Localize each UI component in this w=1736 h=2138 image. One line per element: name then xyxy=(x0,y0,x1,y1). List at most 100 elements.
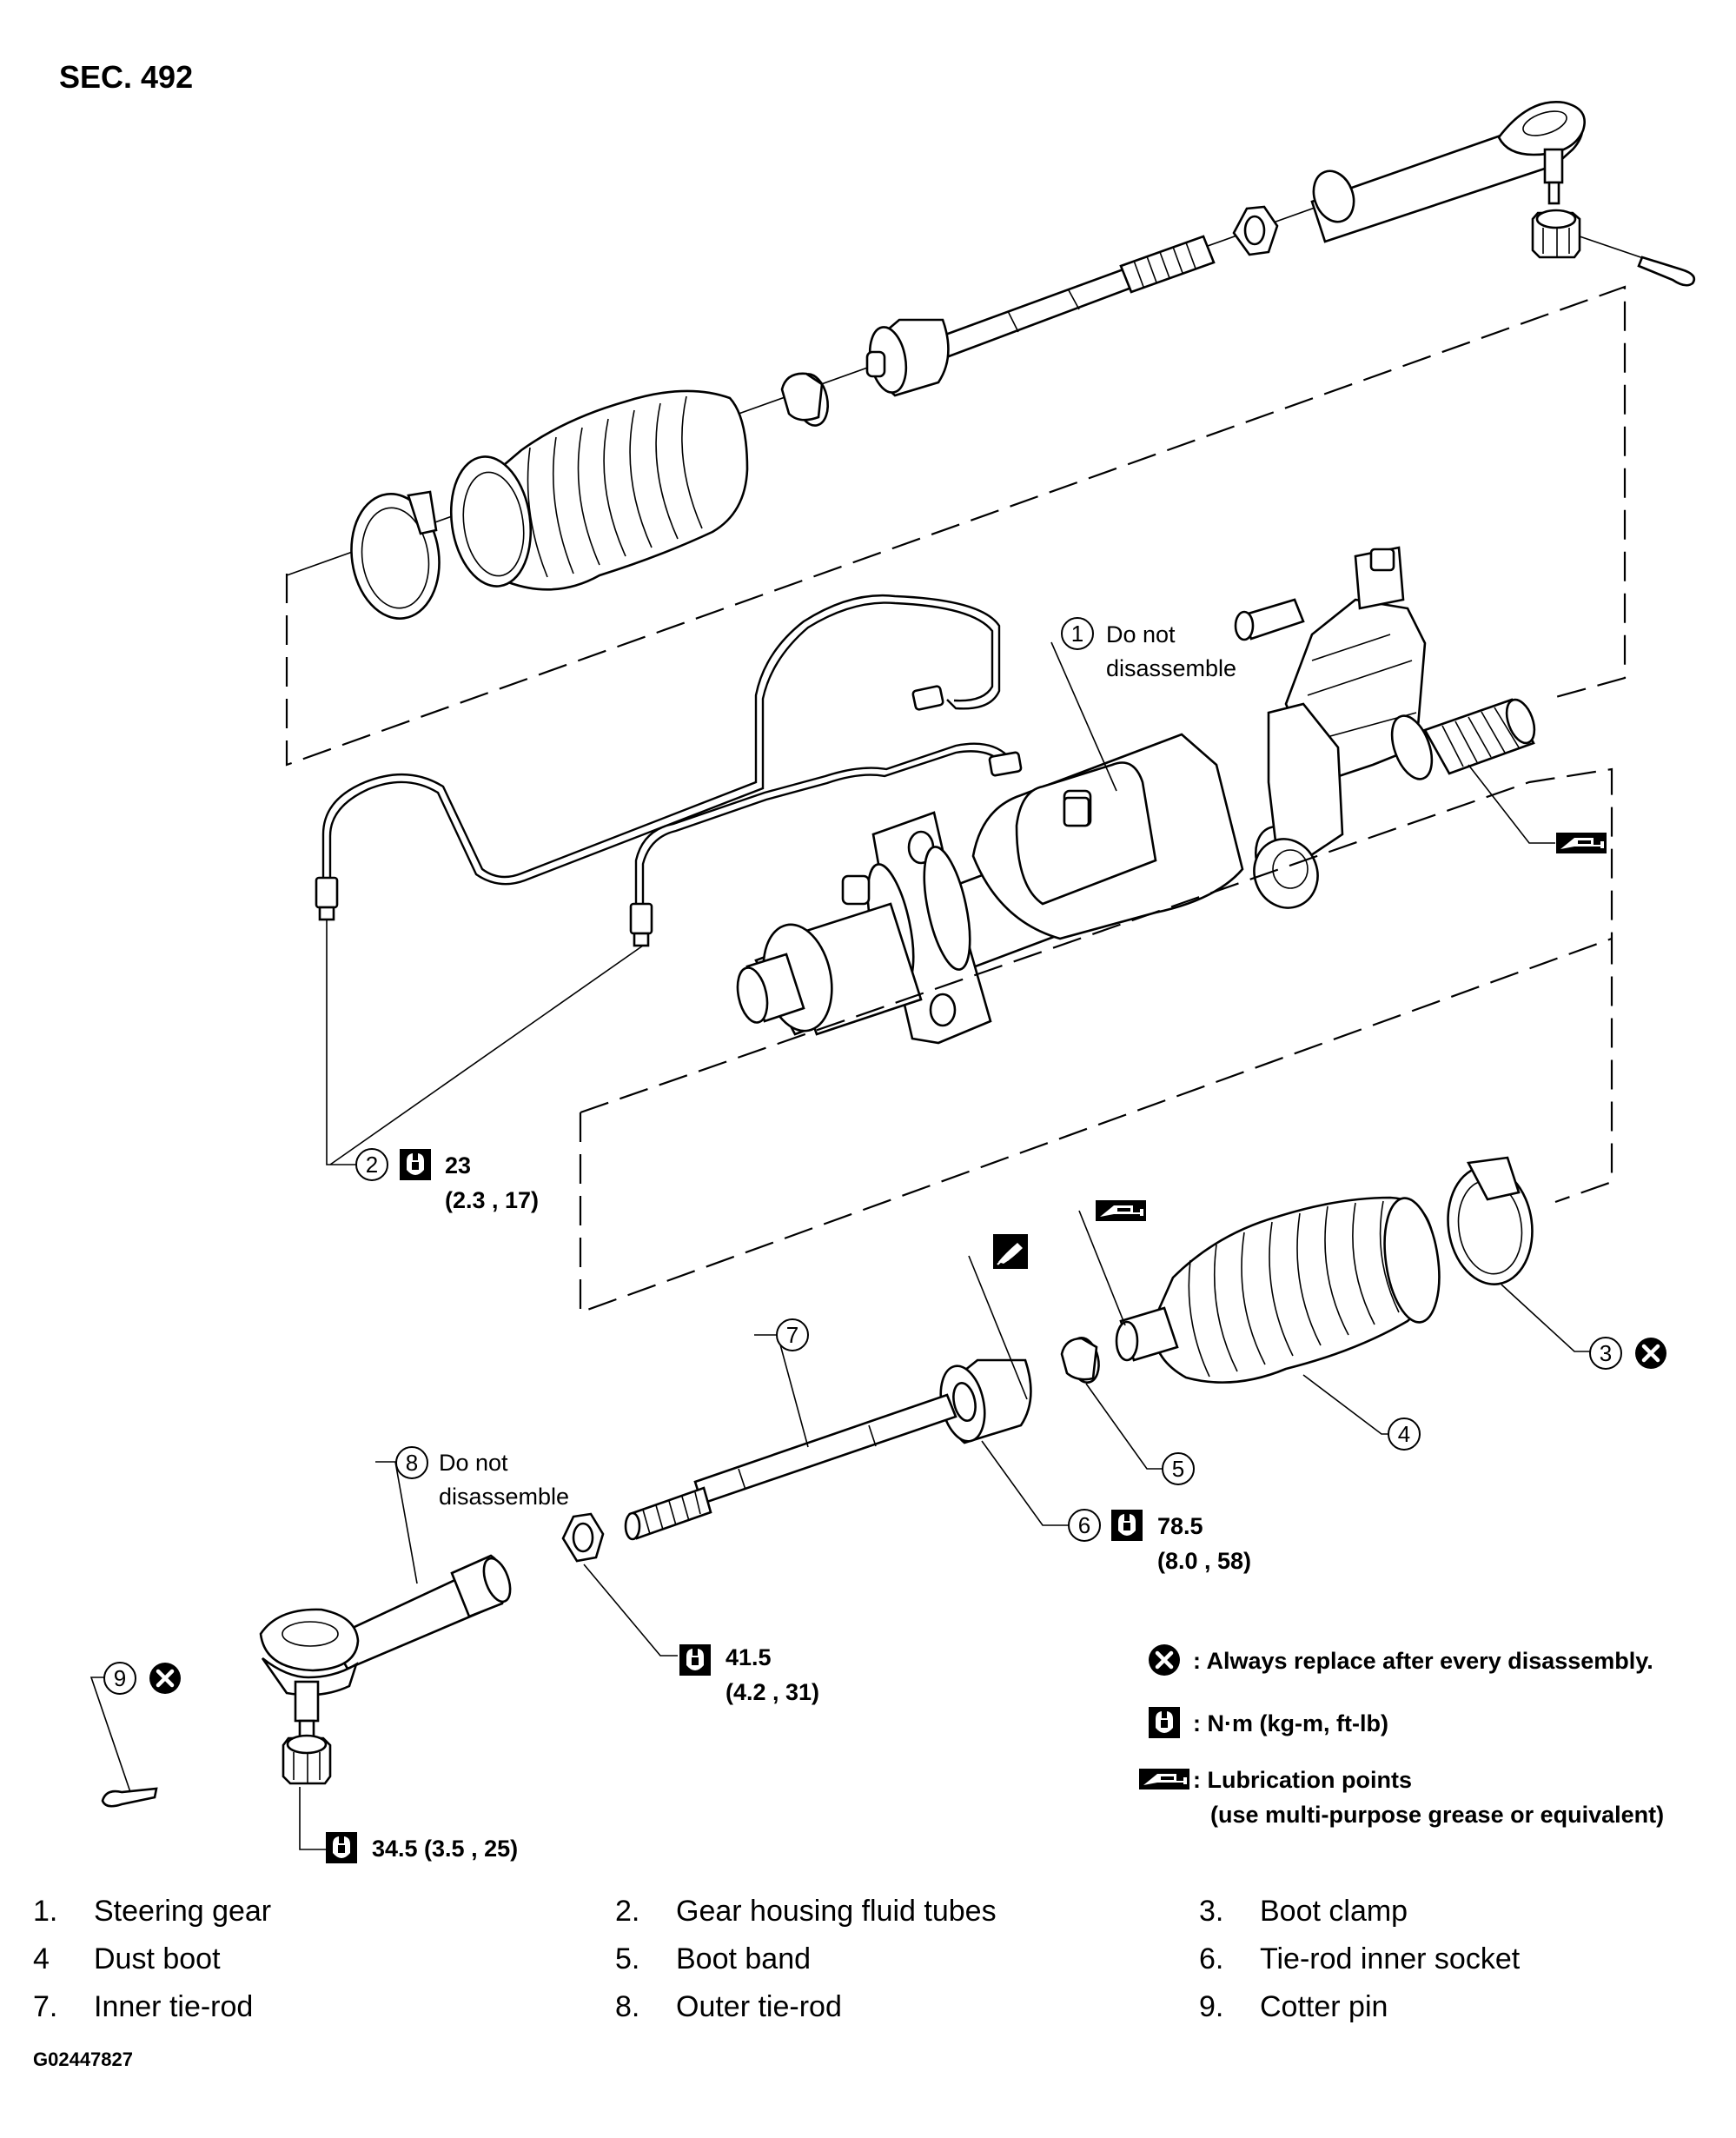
fluid-tube-fitting-left xyxy=(315,876,339,909)
fluid-tube-fitting-top xyxy=(911,685,944,711)
parts-list-name: Boot band xyxy=(676,1942,811,1975)
callout-1: 1 Do not disassemble xyxy=(1050,617,1236,792)
torque-wrench-icon xyxy=(679,1644,711,1676)
upper-jam-nut xyxy=(1232,205,1279,256)
callout-3: 3 xyxy=(1501,1284,1666,1369)
castle-nut-torque: 34.5 (3.5 , 25) xyxy=(372,1836,518,1862)
callout-2-torque-sub: (2.3 , 17) xyxy=(445,1187,539,1213)
callout-2: 2 23 (2.3 , 17) xyxy=(326,920,644,1213)
parts-list-number: 1. xyxy=(33,1895,57,1928)
lower-dust-boot xyxy=(1115,1196,1441,1384)
callout-8-text-1: Do not xyxy=(439,1450,508,1476)
torque-wrench-icon xyxy=(1149,1707,1180,1738)
parts-list-number: 2. xyxy=(615,1895,639,1928)
lower-outer-tie-rod xyxy=(259,1554,512,1743)
legend-replace: : Always replace after every disassembly… xyxy=(1193,1648,1653,1674)
callout-6: 6 78.5 (8.0 , 58) xyxy=(981,1440,1251,1574)
legend-lube-note: (use multi-purpose grease or equivalent) xyxy=(1210,1802,1664,1828)
fluid-tube-fitting-right xyxy=(629,902,653,935)
castle-nut-torque-callout: 34.5 (3.5 , 25) xyxy=(299,1787,518,1863)
torque-wrench-icon xyxy=(400,1149,431,1180)
lower-cotter-pin xyxy=(101,1787,158,1808)
lower-boot-band xyxy=(1060,1337,1100,1384)
callout-6-torque: 78.5 xyxy=(1157,1513,1203,1539)
circled-x-icon xyxy=(149,1663,181,1694)
sealant-callout xyxy=(968,1232,1030,1400)
lube-callout-lower xyxy=(1078,1200,1146,1326)
steering-gear xyxy=(736,546,1536,1045)
sealant-icon xyxy=(991,1232,1030,1271)
callout-5-number: 5 xyxy=(1172,1456,1184,1482)
callout-7: 7 xyxy=(754,1318,809,1448)
upper-cotter-pin xyxy=(1579,236,1696,287)
parts-list-name: Inner tie-rod xyxy=(94,1990,253,2023)
torque-wrench-icon xyxy=(1111,1510,1143,1541)
parts-list-name: Boot clamp xyxy=(1260,1895,1408,1928)
torque-wrench-icon xyxy=(326,1832,357,1863)
lube-callout-upper xyxy=(1468,764,1607,853)
parts-list-name: Tie-rod inner socket xyxy=(1260,1942,1521,1975)
callout-1-text-2: disassemble xyxy=(1106,655,1236,681)
upper-dashed-leader xyxy=(285,285,1627,767)
grease-gun-icon xyxy=(1139,1769,1189,1789)
callout-2-torque: 23 xyxy=(445,1152,471,1179)
circled-x-icon xyxy=(1149,1644,1180,1676)
parts-list-number: 4 xyxy=(33,1942,50,1975)
legend-lube: : Lubrication points xyxy=(1193,1767,1412,1793)
callout-6-torque-sub: (8.0 , 58) xyxy=(1157,1548,1251,1574)
parts-list-name: Steering gear xyxy=(94,1895,271,1928)
parts-list-number: 5. xyxy=(615,1942,639,1975)
parts-list-number: 9. xyxy=(1199,1990,1223,2023)
parts-list-name: Gear housing fluid tubes xyxy=(676,1895,997,1928)
callout-2-number: 2 xyxy=(366,1152,378,1178)
parts-list-number: 7. xyxy=(33,1990,57,2023)
upper-inner-socket xyxy=(865,318,950,397)
callout-3-number: 3 xyxy=(1600,1340,1612,1366)
upper-dust-boot xyxy=(449,389,749,591)
callout-5: 5 xyxy=(1085,1383,1195,1485)
upper-boot-band xyxy=(780,372,829,427)
callout-4-number: 4 xyxy=(1398,1421,1410,1447)
lower-dashed-leader xyxy=(579,767,1613,1314)
jam-nut-torque: 41.5 xyxy=(726,1644,772,1670)
jam-nut-torque-sub: (4.2 , 31) xyxy=(726,1679,819,1705)
parts-list-name: Cotter pin xyxy=(1260,1990,1388,2023)
lower-castle-nut xyxy=(282,1734,332,1785)
parts-list-number: 3. xyxy=(1199,1895,1223,1928)
legend: : Always replace after every disassembly… xyxy=(1139,1644,1664,1828)
circled-x-icon xyxy=(1635,1338,1666,1369)
upper-castle-nut xyxy=(1531,209,1581,259)
callout-9-number: 9 xyxy=(114,1665,126,1691)
callout-6-number: 6 xyxy=(1078,1512,1090,1538)
grease-gun-icon xyxy=(1556,833,1607,853)
callout-1-number: 1 xyxy=(1071,621,1083,647)
parts-list-name: Outer tie-rod xyxy=(676,1990,842,2023)
callout-7-number: 7 xyxy=(786,1322,798,1348)
figure-id: G02447827 xyxy=(33,2048,133,2070)
callout-8-text-2: disassemble xyxy=(439,1484,569,1510)
jam-nut-torque-callout: 41.5 (4.2 , 31) xyxy=(583,1564,819,1705)
lower-boot-clamp xyxy=(1447,1156,1534,1285)
upper-outer-tie-rod xyxy=(1310,101,1586,243)
upper-boot-clamp xyxy=(350,490,441,620)
callout-8-number: 8 xyxy=(406,1450,418,1476)
lower-tie-rod-assembly xyxy=(101,1156,1534,1808)
lower-inner-tie-rod xyxy=(624,1393,957,1541)
grease-gun-icon xyxy=(1096,1200,1146,1221)
parts-list: 1. Steering gear 2. Gear housing fluid t… xyxy=(33,1895,1521,2023)
fluid-tubes xyxy=(315,594,1023,947)
section-title: SEC. 492 xyxy=(59,59,193,95)
callout-1-text-1: Do not xyxy=(1106,621,1176,647)
parts-list-number: 8. xyxy=(615,1990,639,2023)
parts-list-number: 6. xyxy=(1199,1942,1223,1975)
lower-jam-nut xyxy=(561,1512,605,1563)
upper-inner-tie-rod xyxy=(937,235,1216,358)
legend-torque: : N·m (kg-m, ft-lb) xyxy=(1193,1710,1388,1736)
callout-4: 4 xyxy=(1302,1374,1421,1451)
upper-tie-rod-assembly xyxy=(286,101,1696,620)
callout-9: 9 xyxy=(89,1663,181,1793)
parts-list-name: Dust boot xyxy=(94,1942,221,1975)
callout-8: 8 Do not disassemble xyxy=(375,1446,569,1584)
